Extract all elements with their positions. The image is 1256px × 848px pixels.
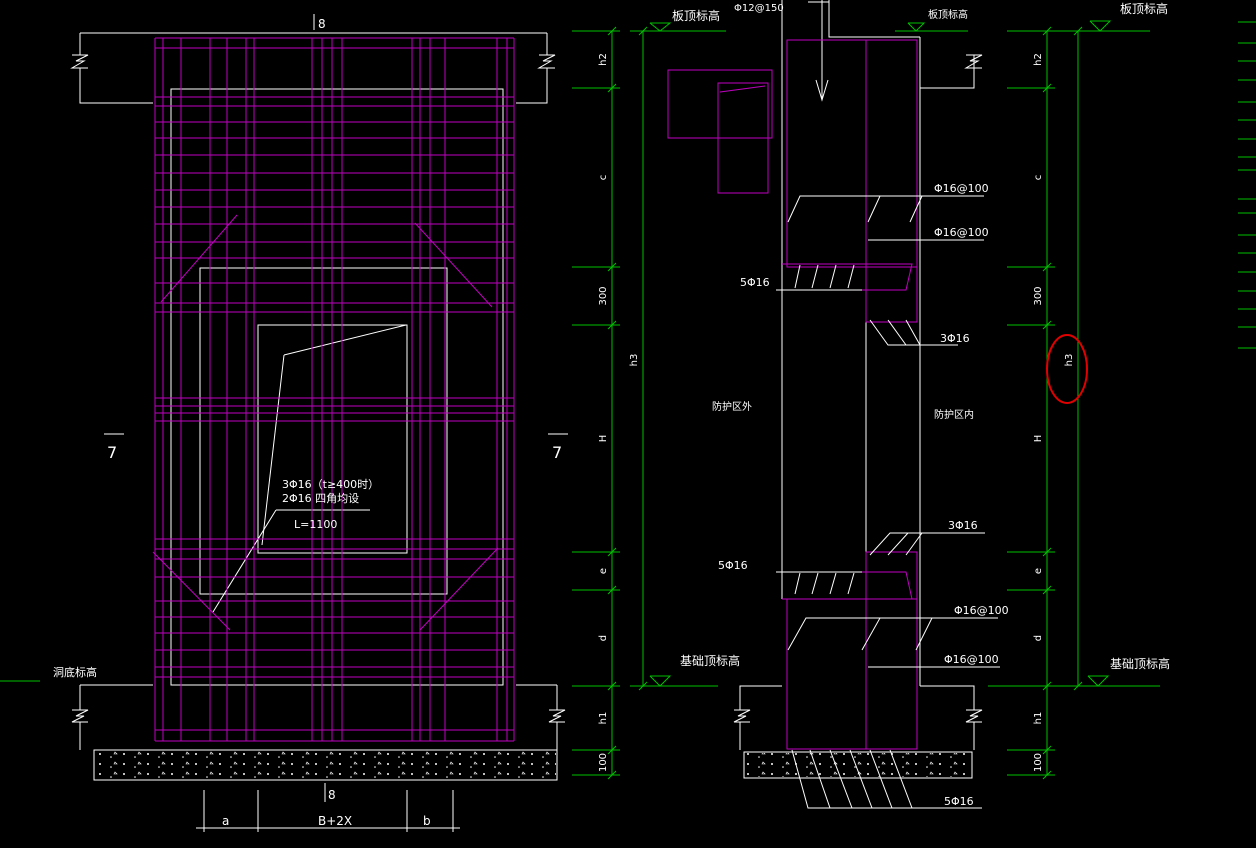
rebar-label-lower-3: 3Φ16 [948,519,978,532]
rebar-note-1: 3Φ16（t≥400时） [282,478,379,491]
elevation-outline [733,0,983,779]
left-tick [607,681,617,691]
outside-protection-label: 防护区外 [712,400,752,413]
rebar-label-bottom-5: 5Φ16 [944,795,974,808]
plan-view: 8 8 7 7 洞底标高 3Φ16（t≥400时） 2Φ16 四角均设 L=11… [0,14,568,832]
right-dim-label: H [1033,435,1044,443]
dong-di-level-label: 洞底标高 [53,665,97,679]
elevation-leaders [776,195,1000,809]
left-dim-label: c [598,175,609,181]
inside-protection-label: 防护区内 [934,408,974,421]
rebar-note-2: 2Φ16 四角均设 [282,492,359,505]
right-dim-label: c [1033,175,1044,181]
plan-top-section-label: 8 [318,17,326,31]
left-dim-label: h1 [598,712,609,725]
left-dim-label: d [598,635,609,641]
right-tick [1042,770,1052,780]
left-tick [607,26,617,36]
plan-rebar-grid [152,37,515,742]
left-board-top-level: 板顶标高 [672,8,720,23]
left-dimension-chain [572,26,648,780]
right-foundation-top-level: 基础顶标高 [1110,656,1170,671]
left-level-symbols [630,22,726,687]
left-dim-label: 300 [598,286,609,305]
right-tick [1042,262,1052,272]
plan-concrete-bed [95,751,556,779]
right-total-label: h3 [1064,354,1075,367]
plan-outline [70,32,566,781]
right-dim-label: e [1033,568,1044,574]
plan-left-marker: 7 [107,443,117,462]
left-tick [607,585,617,595]
right-tick [1042,585,1052,595]
right-board-top-small: 板顶标高 [928,8,968,21]
elevation-concrete-bed [745,753,971,777]
left-tick [607,547,617,557]
right-edge-ticks [1238,21,1256,349]
rebar-label-upper-3: 3Φ16 [940,332,970,345]
left-dim-label: h2 [598,53,609,66]
right-board-top-level: 板顶标高 [1120,1,1168,16]
plan-right-marker: 7 [552,443,562,462]
dim-b-plus-2x-label: B+2X [318,814,352,828]
left-tick [607,745,617,755]
rebar-label-lower-2: Φ16@100 [944,653,999,666]
plan-bottom-section-label: 8 [328,788,336,802]
plan-bottom-dimension [196,790,460,832]
rebar-label-upper-5: 5Φ16 [740,276,770,289]
right-tick [1042,547,1052,557]
right-tick [1042,83,1052,93]
plan-corner-bar [419,547,499,631]
dim-b-label: b [423,814,431,828]
right-dim-label: 300 [1033,286,1044,305]
right-dim-label: h2 [1033,53,1044,66]
right-dim-label: 100 [1033,753,1044,772]
right-dim-label: h1 [1033,712,1044,725]
left-tick [607,770,617,780]
left-tick [607,262,617,272]
left-total-label: h3 [629,354,640,367]
section-right: Φ12@150 板顶标高 板顶标高 基础顶标高 防护区外 防护区内 Φ16@10… [667,0,1256,809]
section-left: 板顶标高 基础顶标高 [572,8,740,780]
plan-corner-bar [160,214,238,303]
right-dim-label: d [1033,635,1044,641]
right-level-symbols [895,20,1160,687]
plan-corner-bar [152,551,231,631]
left-dim-label: 100 [598,753,609,772]
right-top-bar-label: Φ12@150 [734,3,784,14]
left-dim-label: e [598,568,609,574]
rebar-label-upper-2: Φ16@100 [934,226,989,239]
right-tick [1042,745,1052,755]
left-tick [607,83,617,93]
dim-a-label: a [222,814,229,828]
rebar-note-3: L=1100 [294,518,337,531]
right-tick [1042,320,1052,330]
h3-highlight-circle [1046,334,1088,404]
left-tick [607,320,617,330]
left-foundation-top-level: 基础顶标高 [680,653,740,668]
rebar-label-lower-5: 5Φ16 [718,559,748,572]
rebar-label-upper-1: Φ16@100 [934,182,989,195]
right-dimension-chain [1007,26,1083,780]
rebar-label-lower-1: Φ16@100 [954,604,1009,617]
left-dim-label: H [598,435,609,443]
plan-corner-bar [414,222,493,308]
